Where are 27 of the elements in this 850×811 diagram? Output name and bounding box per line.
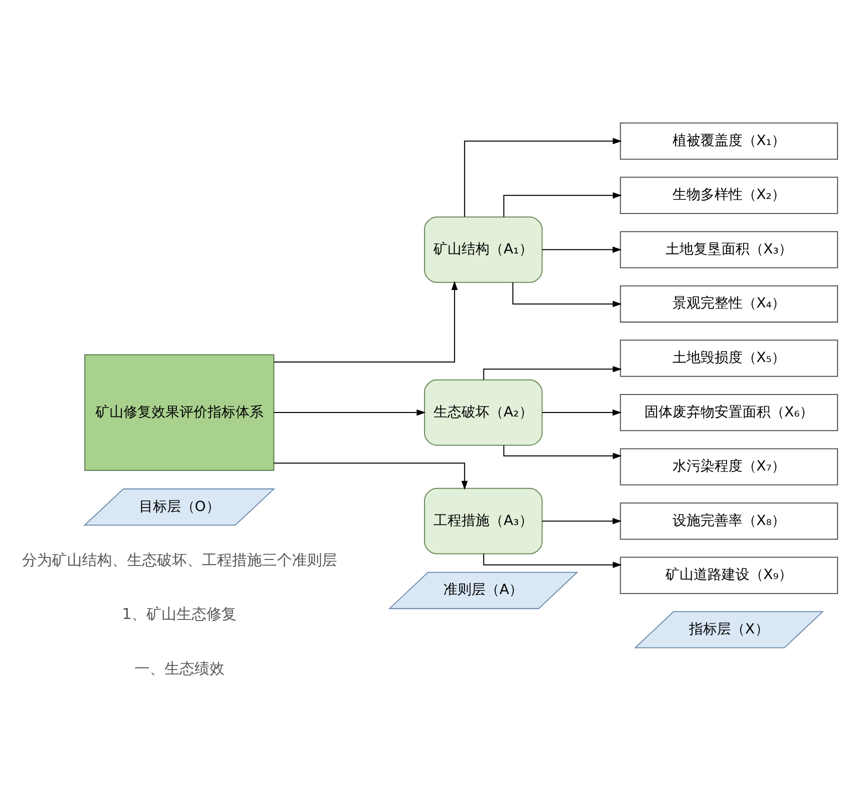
- node-box: 植被覆盖度（X₁）: [620, 122, 838, 160]
- node-box: 矿山修复效果评价指标体系: [84, 354, 274, 471]
- label: 1、矿山生态修复: [122, 605, 237, 624]
- arrow: [503, 192, 622, 217]
- arrow: [483, 366, 622, 380]
- node-box: 土地毁损度（X₅）: [620, 340, 838, 377]
- arrow: [274, 462, 468, 490]
- node-box: 矿山结构（A₁）: [424, 216, 543, 283]
- node-box: 工程措施（A₃）: [424, 488, 543, 554]
- node-box: 固体废弃物安置面积（X₆）: [620, 394, 838, 432]
- node-box: 设施完善率（X₈）: [620, 502, 838, 540]
- label: 一、生态绩效: [134, 659, 224, 678]
- arrow: [512, 282, 622, 308]
- arrow: [542, 518, 622, 524]
- node-box: 生态破坏（A₂）: [424, 379, 543, 446]
- node-box: 水污染程度（X₇）: [620, 448, 838, 486]
- arrow: [274, 280, 458, 362]
- arrow: [542, 246, 622, 253]
- arrow: [503, 445, 622, 460]
- label: 分为矿山结构、生态破坏、工程措施三个准则层: [22, 550, 337, 569]
- arrow: [464, 138, 622, 217]
- node-box: 生物多样性（X₂）: [620, 176, 838, 214]
- node-box: 景观完整性（X₄）: [620, 285, 838, 323]
- node-box: 矿山道路建设（X₉）: [620, 556, 838, 594]
- arrow: [274, 409, 426, 416]
- node-box: 土地复垦面积（X₃）: [620, 231, 838, 268]
- arrow: [542, 409, 622, 416]
